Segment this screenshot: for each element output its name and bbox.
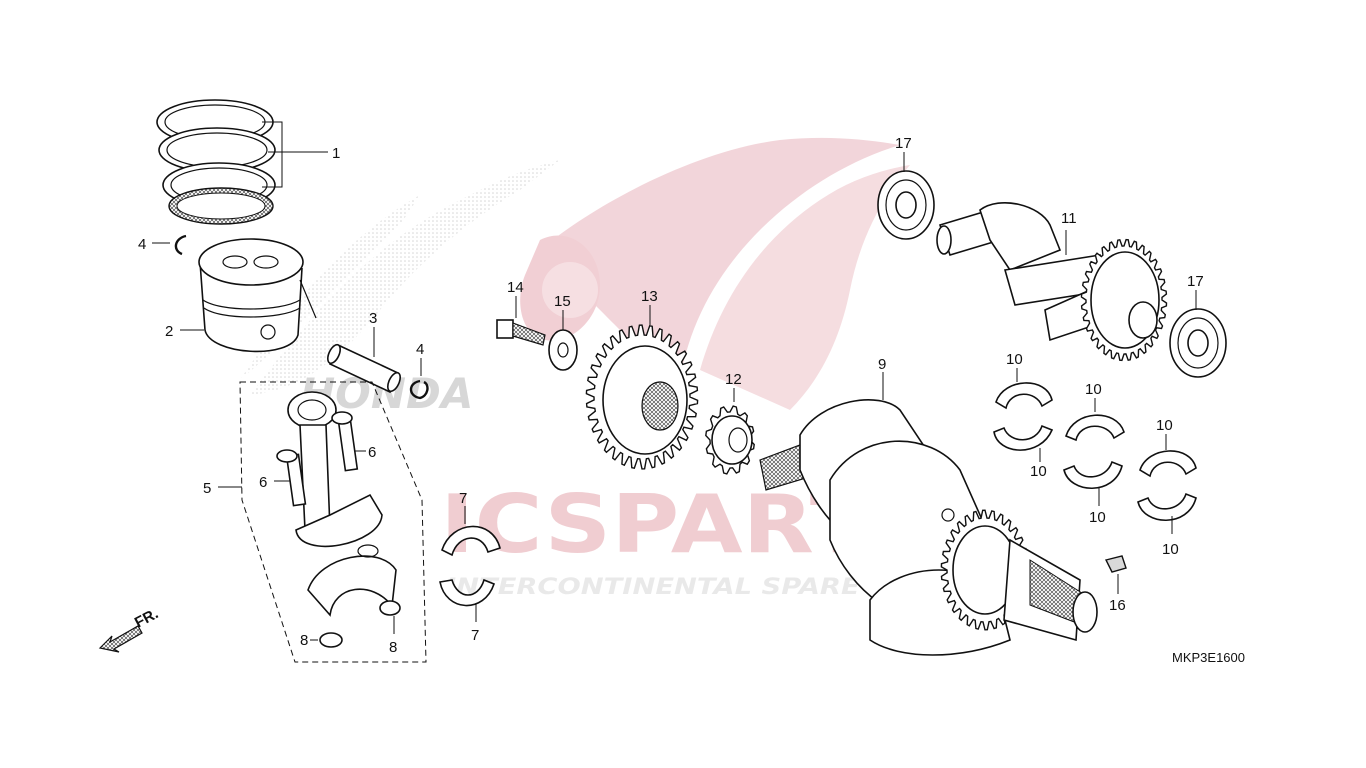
callout-8-right[interactable]: 8 [389, 639, 397, 656]
callout-11[interactable]: 11 [1061, 210, 1077, 227]
callout-4-left[interactable]: 4 [138, 236, 146, 253]
callout-6-left[interactable]: 6 [259, 474, 267, 491]
callout-7-lower[interactable]: 7 [471, 627, 479, 644]
rod-bearing-lower[interactable] [439, 578, 495, 622]
connecting-rod[interactable] [287, 391, 383, 548]
callout-5[interactable]: 5 [203, 480, 211, 497]
flange-bolt[interactable] [496, 296, 546, 346]
ball-bearing-right[interactable] [1169, 290, 1227, 378]
piston[interactable] [180, 238, 317, 353]
callout-10-c[interactable]: 10 [1085, 381, 1102, 398]
rod-bearing-upper[interactable] [441, 506, 501, 557]
callout-10-d[interactable]: 10 [1089, 509, 1106, 526]
crankshaft[interactable] [759, 372, 1098, 656]
callout-16[interactable]: 16 [1109, 597, 1126, 614]
primary-drive-gear[interactable] [585, 305, 699, 470]
main-bearing-2-lower[interactable] [1063, 460, 1123, 506]
main-bearing-3-lower[interactable] [1137, 492, 1197, 534]
piston-ring-set[interactable] [156, 99, 328, 225]
callout-4-right[interactable]: 4 [416, 341, 424, 358]
callout-10-a[interactable]: 10 [1006, 351, 1023, 368]
rod-cap[interactable] [307, 544, 397, 617]
callout-10-f[interactable]: 10 [1162, 541, 1179, 558]
callout-13[interactable]: 13 [641, 288, 658, 305]
front-direction-arrow: FR. [98, 605, 161, 653]
main-bearing-3-upper[interactable] [1139, 434, 1197, 478]
callout-10-b[interactable]: 10 [1030, 463, 1047, 480]
callout-9[interactable]: 9 [878, 356, 886, 373]
main-bearing-1-upper[interactable] [995, 368, 1053, 410]
callout-6-right[interactable]: 6 [368, 444, 376, 461]
rod-nut-left[interactable] [310, 632, 343, 648]
piston-pin-clip-right[interactable] [409, 358, 429, 400]
rod-nut-right[interactable] [379, 600, 401, 634]
piston-pin-clip-left[interactable] [152, 234, 187, 256]
callout-17-right[interactable]: 17 [1187, 273, 1204, 290]
spline-gear[interactable] [705, 388, 755, 475]
callout-12[interactable]: 12 [725, 371, 742, 388]
callout-17-left[interactable]: 17 [895, 135, 912, 152]
callout-1[interactable]: 1 [332, 145, 340, 162]
ball-bearing-left[interactable] [877, 152, 935, 240]
callout-10-e[interactable]: 10 [1156, 417, 1173, 434]
piston-pin[interactable] [325, 327, 403, 394]
main-bearing-1-lower[interactable] [993, 424, 1054, 462]
balancer-shaft[interactable] [936, 202, 1168, 362]
rod-bolt-left[interactable] [274, 449, 307, 507]
ics-wing-emblem [520, 137, 910, 410]
washer[interactable] [548, 310, 578, 371]
woodruff-key[interactable] [1104, 555, 1127, 594]
callout-labels: 1 2 3 4 4 5 6 6 7 7 8 8 9 10 10 10 10 10… [138, 135, 1204, 656]
callout-7-upper[interactable]: 7 [459, 490, 467, 507]
connecting-rod-assembly[interactable] [218, 381, 427, 663]
callout-2[interactable]: 2 [165, 323, 173, 340]
main-bearing-2-upper[interactable] [1065, 398, 1125, 442]
callout-15[interactable]: 15 [554, 293, 571, 310]
callout-14[interactable]: 14 [507, 279, 524, 296]
callout-8-left[interactable]: 8 [300, 632, 308, 649]
rod-bolt-right[interactable] [331, 411, 366, 472]
drawing-code: MKP3E1600 [1172, 650, 1245, 665]
callout-3[interactable]: 3 [369, 310, 377, 327]
